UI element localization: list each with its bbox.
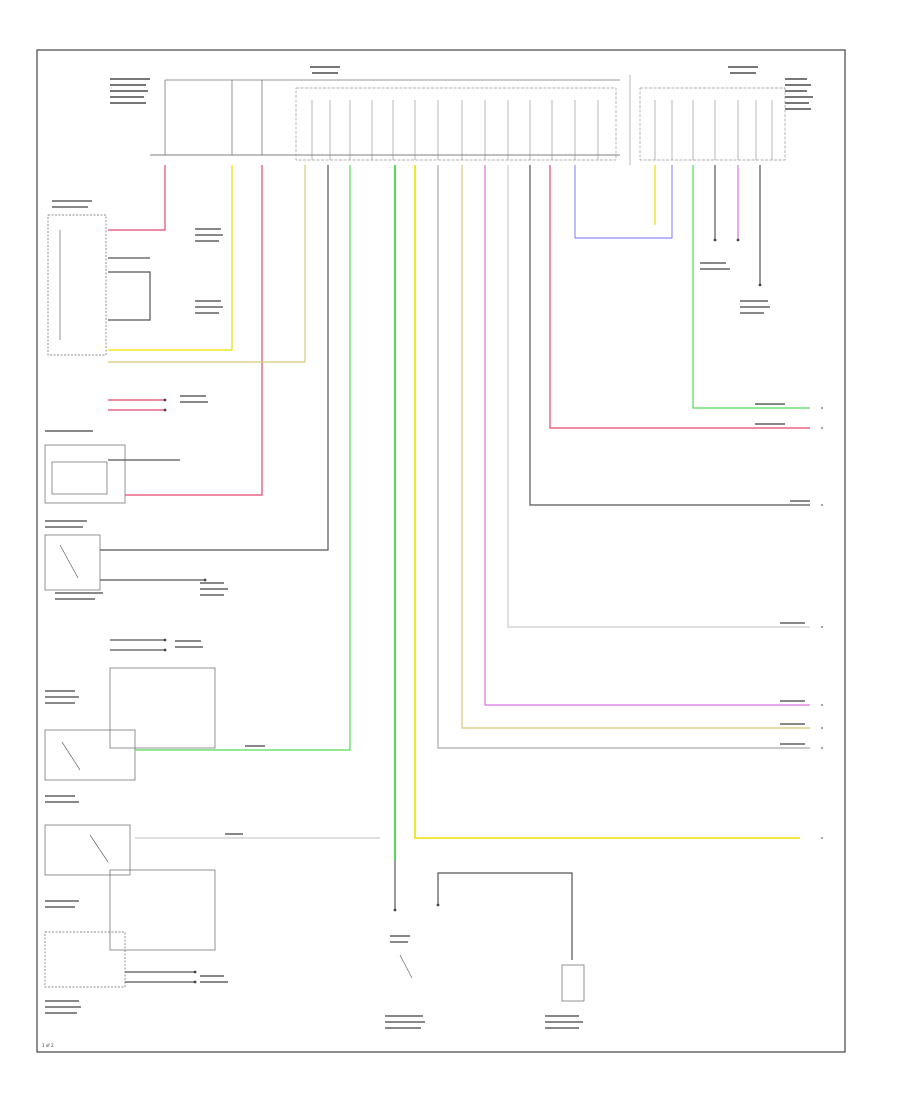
switch-block-top xyxy=(47,214,107,356)
wire-gray-right xyxy=(437,165,810,749)
footer-code: 1 of 2 xyxy=(42,1043,54,1048)
wire-blue-loop xyxy=(574,165,673,239)
left-components xyxy=(44,214,216,988)
left-label-blocks xyxy=(45,200,770,1029)
wire-tan-right xyxy=(461,165,810,729)
sensor-box xyxy=(44,534,101,591)
wire-green-right xyxy=(692,165,810,409)
label-blocks xyxy=(110,66,813,110)
door-lock-box xyxy=(44,824,131,876)
switch-block-bottom xyxy=(44,931,126,988)
wire-color-labels xyxy=(225,403,810,835)
wire-lightgray-right xyxy=(507,165,810,628)
wire-yellow-left xyxy=(108,165,233,351)
wire-red-right xyxy=(549,165,810,429)
wire-tan-left xyxy=(108,165,306,363)
fuse-drops xyxy=(164,80,263,155)
right-module-pins xyxy=(654,100,773,160)
connector-dots xyxy=(163,238,762,984)
main-module-box xyxy=(295,87,617,161)
door-switch-box xyxy=(44,729,136,781)
wire-dark-sensor xyxy=(100,165,329,551)
right-module-box xyxy=(639,87,786,161)
wire-red-cluster xyxy=(125,165,263,496)
bottom-switches xyxy=(399,954,585,1002)
module-box-mid xyxy=(109,667,216,749)
wire-yellow-right xyxy=(414,165,800,839)
instrument-cluster-box xyxy=(44,444,126,504)
main-module-pins xyxy=(311,100,599,160)
buckle-switch xyxy=(561,964,585,1002)
wire-dark-right xyxy=(529,165,810,506)
end-markers xyxy=(821,407,823,839)
wire-pink-right xyxy=(484,165,810,706)
wire-dark-bottom-loop xyxy=(437,872,573,960)
diagram-frame xyxy=(36,49,846,1053)
wire-green-door xyxy=(135,165,351,751)
wire-dark-stub-2 xyxy=(108,271,151,321)
module-box-lower xyxy=(109,869,216,951)
wire-red-top-left xyxy=(108,165,166,231)
